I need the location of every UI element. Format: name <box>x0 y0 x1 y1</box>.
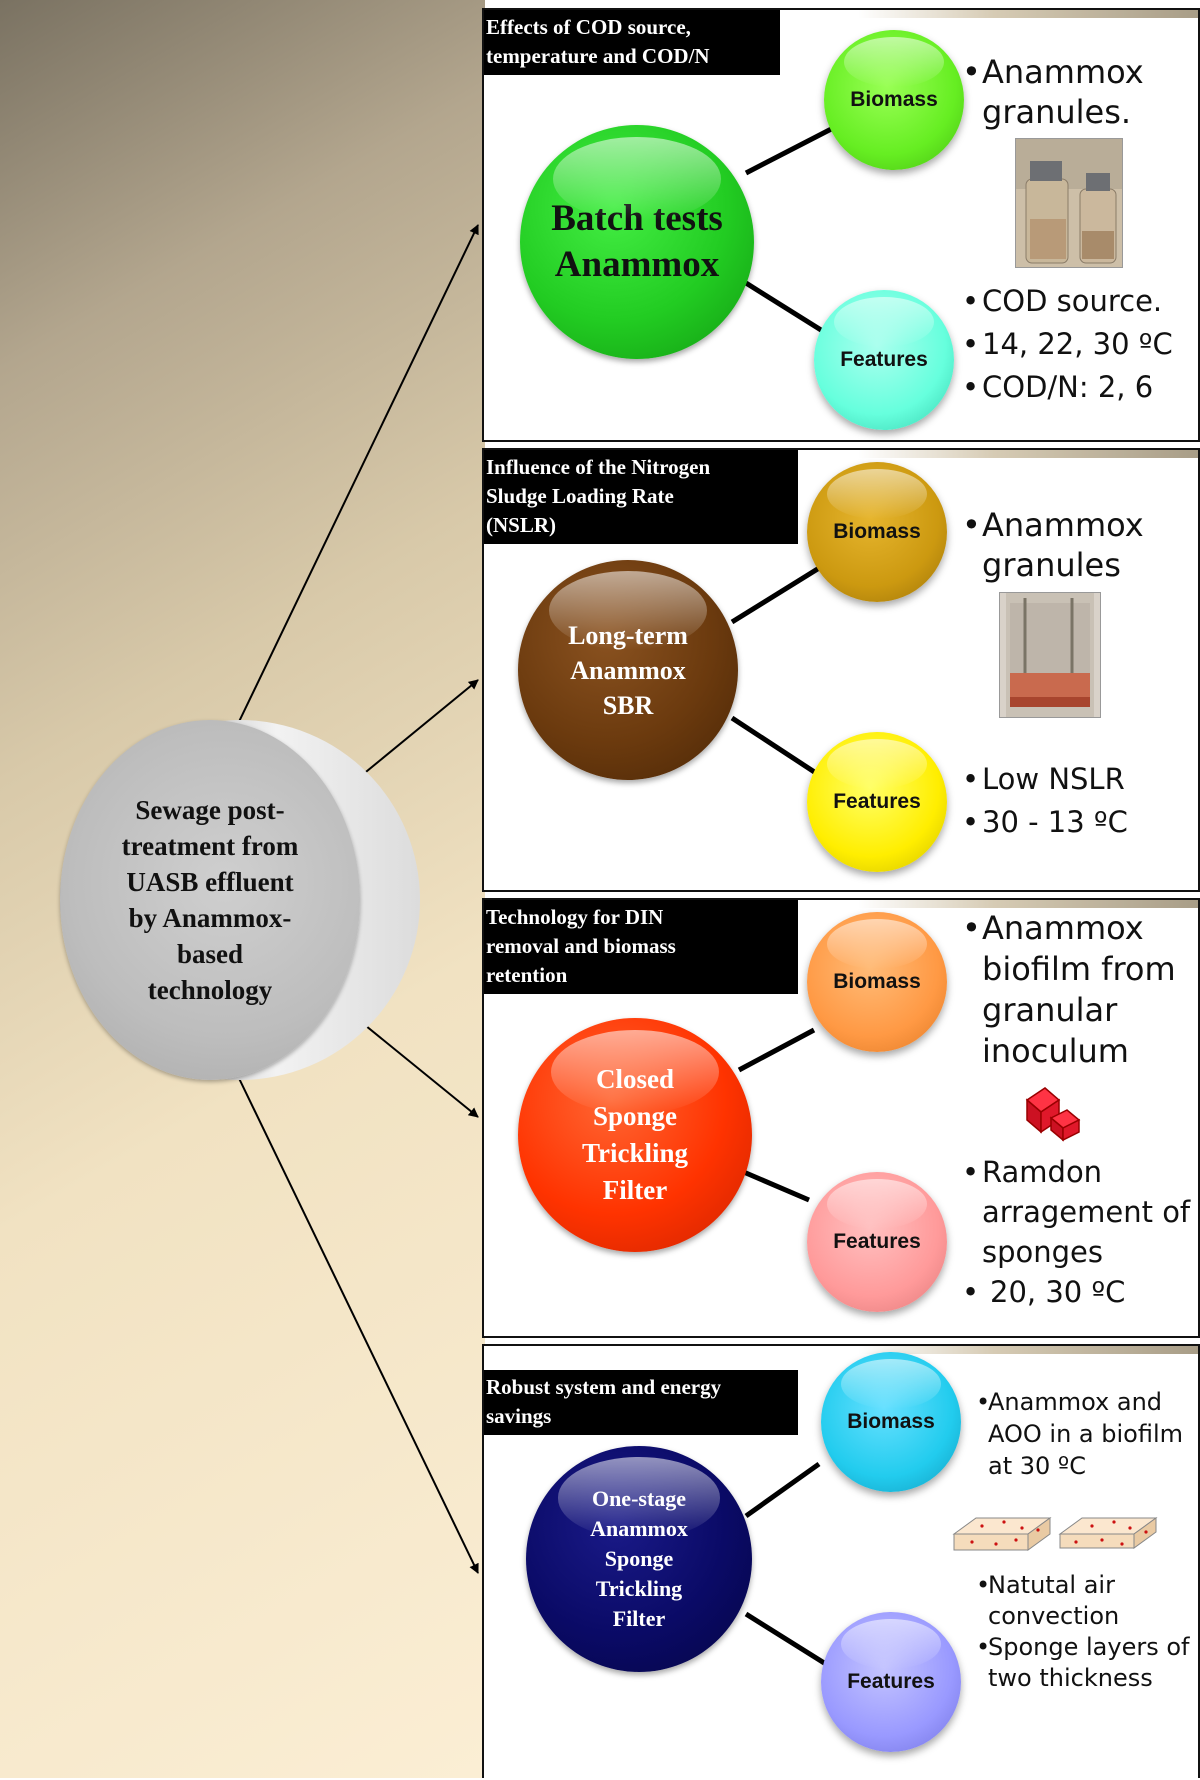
main-node-line: Closed <box>595 1064 674 1094</box>
main-node-line: One-stage <box>591 1486 687 1511</box>
branch-lines <box>744 122 841 338</box>
features-label: Features <box>833 790 921 813</box>
biomass-list: Anammox granules. <box>962 52 1144 132</box>
main-node-line: Sponge <box>604 1546 674 1571</box>
biomass-label: Biomass <box>850 88 938 111</box>
features-label: Features <box>847 1670 935 1693</box>
panel-closed-stf: Technology for DIN removal and biomass r… <box>482 898 1200 1338</box>
biomass-label: Biomass <box>833 970 921 993</box>
central-line: Sewage post- <box>135 795 285 825</box>
tag-line: temperature and COD/N <box>486 44 710 68</box>
arrow-to-batch-tests <box>234 224 479 731</box>
sponge-sheets-icon <box>952 1517 1158 1551</box>
main-node-line: Trickling <box>595 1576 683 1601</box>
features-list: COD source. 14, 22, 30 ºC COD/N: 2, 6 <box>962 280 1192 409</box>
panel-shadow-bar <box>858 10 1198 18</box>
main-node-line: Filter <box>612 1606 666 1631</box>
tag-line: (NSLR) <box>486 513 557 537</box>
arrow-to-closed-stf <box>354 1016 479 1118</box>
features-list: Natutal air convection Sponge layers of … <box>976 1570 1196 1694</box>
main-node-line: Anammox <box>590 1516 688 1541</box>
arrow-to-long-term-sbr <box>349 679 479 786</box>
sponge-cubes-icon <box>1025 1087 1081 1142</box>
main-node-line: Anammox <box>570 655 686 685</box>
features-item: Sponge layers of two thickness <box>976 1632 1196 1694</box>
biomass-item: Anammox biofilm from granular inoculum <box>962 908 1197 1072</box>
main-node-line: Trickling <box>581 1138 688 1168</box>
features-list: Ramdon arragement of sponges 20, 30 ºC <box>962 1152 1197 1312</box>
biomass-item: Anammox granules <box>962 505 1144 585</box>
biomass-list: Anammox biofilm from granular inoculum <box>962 908 1197 1072</box>
biomass-label: Biomass <box>833 520 921 543</box>
panel-shadow-bar <box>858 450 1198 458</box>
arrow-to-one-stage-stf <box>234 1069 479 1574</box>
central-line: based <box>176 939 244 969</box>
biomass-list: Anammox and AOO in a biofilm at 30 ºC <box>976 1386 1196 1482</box>
main-node: One-stage Anammox Sponge Trickling Filte… <box>526 1446 752 1672</box>
central-line: by Anammox- <box>128 903 292 933</box>
central-node: Sewage post- treatment from UASB effluen… <box>60 720 360 1080</box>
features-node: Features <box>814 290 954 430</box>
biomass-node: Biomass <box>824 30 964 170</box>
main-node: Closed Sponge Trickling Filter <box>518 1018 752 1252</box>
features-list: Low NSLR 30 - 13 ºC <box>962 758 1162 844</box>
biomass-label: Biomass <box>847 1410 935 1433</box>
reactor-photo <box>999 592 1101 718</box>
main-node-line: SBR <box>602 690 654 720</box>
features-item: 14, 22, 30 ºC <box>962 323 1192 366</box>
features-label: Features <box>840 348 928 371</box>
central-line: treatment from <box>121 831 299 861</box>
main-node: Batch tests Anammox <box>520 125 754 359</box>
biomass-node: Biomass <box>807 462 947 602</box>
features-item: Ramdon arragement of sponges <box>962 1152 1197 1272</box>
tag-line: removal and biomass <box>486 934 676 958</box>
panel-tag: Effects of COD source, temperature and C… <box>484 10 780 75</box>
bottles-photo <box>1015 138 1123 268</box>
tag-line: Influence of the Nitrogen <box>486 455 711 479</box>
panel-shadow-bar <box>858 900 1198 908</box>
main-node-line: Anammox <box>554 244 720 285</box>
panel-tag: Technology for DIN removal and biomass r… <box>484 900 798 994</box>
panel-tag: Robust system and energy savings <box>484 1370 798 1435</box>
branch-lines <box>737 1027 816 1203</box>
main-node-line: Long-term <box>568 620 688 650</box>
tag-line: Technology for DIN <box>486 905 664 929</box>
branch-lines <box>730 562 826 778</box>
biomass-node: Biomass <box>807 912 947 1052</box>
tag-line: retention <box>486 963 568 987</box>
features-item: 30 - 13 ºC <box>962 801 1162 844</box>
features-item: Natutal air convection <box>976 1570 1196 1632</box>
panel-long-term-sbr: Influence of the Nitrogen Sludge Loading… <box>482 448 1200 892</box>
features-node: Features <box>821 1612 961 1752</box>
biomass-item: Anammox and AOO in a biofilm at 30 ºC <box>976 1386 1196 1482</box>
features-item: COD source. <box>962 280 1192 323</box>
central-line: UASB effluent <box>126 867 294 897</box>
biomass-list: Anammox granules <box>962 505 1144 585</box>
central-line: technology <box>147 975 273 1005</box>
features-node: Features <box>807 1172 947 1312</box>
features-item: COD/N: 2, 6 <box>962 366 1192 409</box>
main-node-line: Batch tests <box>551 198 723 239</box>
biomass-item: Anammox granules. <box>962 52 1144 132</box>
features-label: Features <box>833 1230 921 1253</box>
main-node-line: Filter <box>602 1175 668 1205</box>
features-item: Low NSLR <box>962 758 1162 801</box>
branch-lines <box>744 1461 831 1669</box>
tag-line: savings <box>486 1404 552 1428</box>
panel-one-stage-stf: Robust system and energy savings One-sta… <box>482 1344 1200 1778</box>
tag-line: Robust system and energy <box>486 1375 722 1399</box>
features-node: Features <box>807 732 947 872</box>
main-node-line: Sponge <box>592 1101 678 1131</box>
panel-batch-tests: Effects of COD source, temperature and C… <box>482 8 1200 442</box>
main-node: Long-term Anammox SBR <box>518 560 738 780</box>
tag-line: Sludge Loading Rate <box>486 484 674 508</box>
panel-shadow-bar <box>858 1346 1198 1354</box>
features-item: 20, 30 ºC <box>962 1272 1197 1312</box>
panel-tag: Influence of the Nitrogen Sludge Loading… <box>484 450 798 544</box>
tag-line: Effects of COD source, <box>486 15 691 39</box>
biomass-node: Biomass <box>821 1352 961 1492</box>
